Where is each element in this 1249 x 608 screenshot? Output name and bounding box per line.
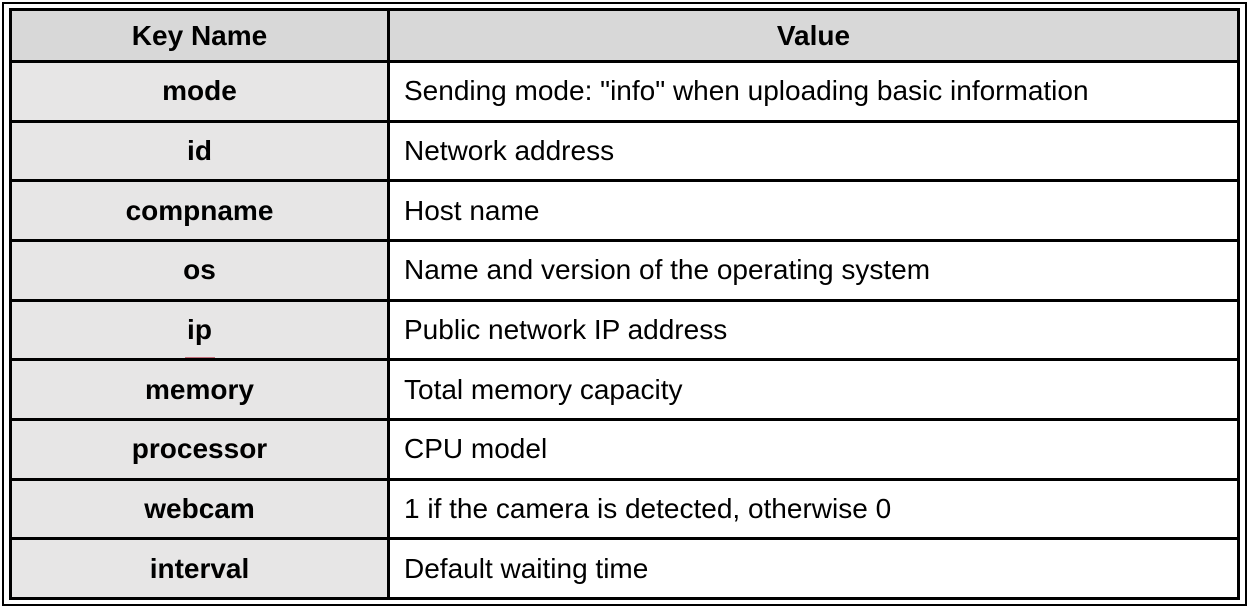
column-header-value: Value (387, 8, 1240, 63)
key-cell-compname: compname (9, 179, 390, 242)
value-cell-webcam: 1 if the camera is detected, otherwise 0 (387, 477, 1240, 541)
value-cell-memory: Total memory capacity (387, 358, 1240, 421)
key-cell-mode: mode (9, 60, 390, 123)
table-row-memory: memory Total memory capacity (9, 358, 1240, 421)
value-cell-interval: Default waiting time (387, 537, 1240, 600)
value-cell-id: Network address (387, 119, 1240, 183)
key-cell-processor: processor (9, 417, 390, 481)
key-cell-memory: memory (9, 358, 390, 421)
value-cell-processor: CPU model (387, 417, 1240, 481)
table-row-ip: ip Public network IP address (9, 298, 1240, 362)
value-cell-ip: Public network IP address (387, 298, 1240, 362)
key-cell-id: id (9, 119, 390, 183)
table-row-processor: processor CPU model (9, 417, 1240, 481)
value-cell-compname: Host name (387, 179, 1240, 242)
table-header-row: Key Name Value (9, 8, 1240, 63)
table-row-id: id Network address (9, 119, 1240, 183)
table-row-mode: mode Sending mode: "info" when uploading… (9, 60, 1240, 123)
key-value-table: Key Name Value mode Sending mode: "info"… (9, 8, 1240, 600)
key-cell-webcam: webcam (9, 477, 390, 541)
table-row-interval: interval Default waiting time (9, 537, 1240, 600)
table-row-compname: compname Host name (9, 179, 1240, 242)
table-row-os: os Name and version of the operating sys… (9, 238, 1240, 302)
value-cell-os: Name and version of the operating system (387, 238, 1240, 302)
key-cell-ip-label: ip (187, 313, 212, 345)
key-cell-os: os (9, 238, 390, 302)
table-row-webcam: webcam 1 if the camera is detected, othe… (9, 477, 1240, 541)
key-cell-ip: ip (9, 298, 390, 362)
value-cell-mode: Sending mode: "info" when uploading basi… (387, 60, 1240, 123)
key-cell-interval: interval (9, 537, 390, 600)
column-header-key-name: Key Name (9, 8, 390, 63)
